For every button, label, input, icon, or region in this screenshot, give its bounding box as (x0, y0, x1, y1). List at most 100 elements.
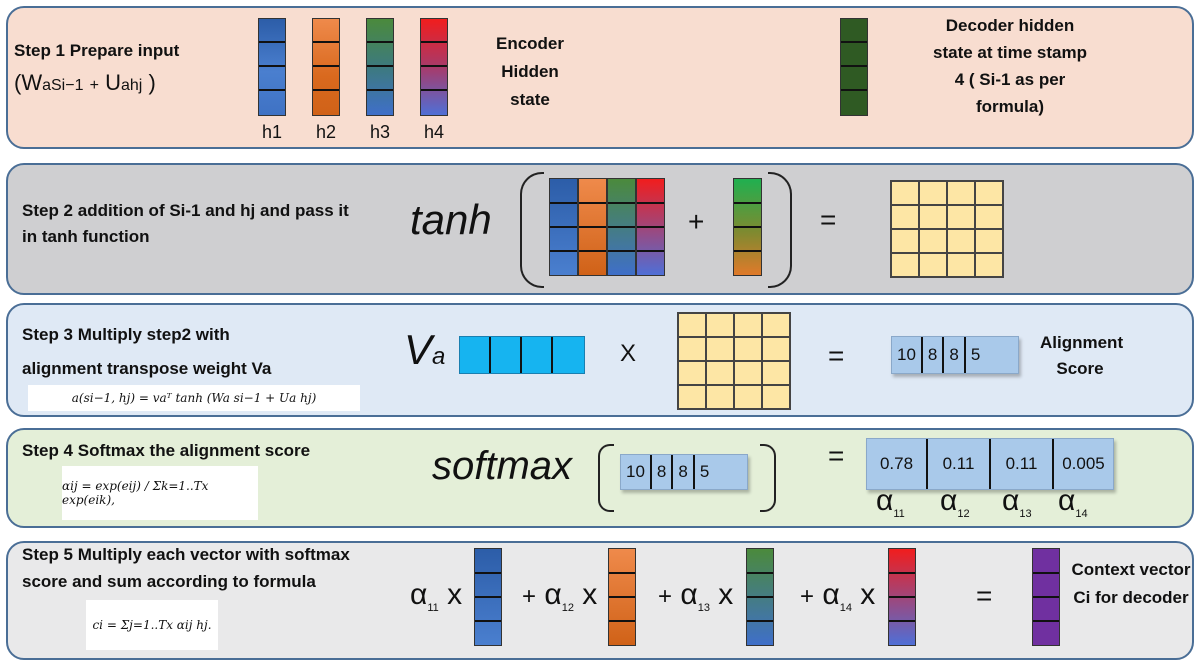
va-main: V (404, 326, 433, 373)
formula-a-h: ahj (120, 77, 143, 94)
softmax-input-vector: 10 8 8 5 (620, 454, 748, 490)
step3-title-line1: Step 3 Multiply step2 with (22, 325, 230, 344)
stacked-h2 (578, 178, 607, 276)
context-vector-label: Context vector Ci for decoder (1071, 560, 1191, 607)
stacked-h4 (636, 178, 665, 276)
alpha-sub: 12 (561, 602, 574, 614)
plus-sign: + (522, 583, 537, 610)
label-h2: h2 (315, 122, 337, 142)
alpha-11-label: α11 (876, 484, 905, 520)
equals-sign-step3: = (828, 340, 845, 371)
alpha-12-label: α12 (940, 484, 970, 520)
prob-1: 0.78 (879, 454, 914, 473)
softmax-open-paren (598, 444, 614, 512)
alpha-symbol: α (822, 578, 840, 611)
alpha-13-term: + α13 x (658, 578, 733, 614)
equals-sign: = (820, 204, 837, 235)
step3-title-line2: alignment transpose weight Va (22, 359, 272, 378)
label-h1: h1 (261, 122, 283, 142)
alignment-score-vector: 10 8 8 5 (891, 336, 1019, 374)
alpha-symbol: α (940, 484, 958, 517)
formula-a-s: aSi−1 (42, 77, 84, 94)
softmax-output-vector: 0.78 0.11 0.11 0.005 (866, 438, 1114, 490)
open-paren (520, 172, 544, 288)
formula-w: W (21, 70, 43, 95)
vector-h2-term (608, 548, 636, 646)
plus-sign: + (800, 583, 815, 610)
label-h3: h3 (369, 122, 391, 142)
step1-formula: (WaSi−1 + Uahj ) (14, 70, 156, 96)
alpha-symbol: α (1058, 484, 1076, 517)
paren-close: ) (148, 70, 156, 95)
alignment-formula: a(si−1, hj) = vaᵀ tanh (Wa si−1 + Ua hj) (28, 385, 360, 411)
tanh-function: tanh (410, 196, 492, 243)
softmax-close-paren (760, 444, 776, 512)
times-sign: x (447, 578, 463, 611)
alpha-14-label: α14 (1058, 484, 1088, 520)
decoder-vector (840, 18, 868, 116)
alpha-symbol: α (680, 578, 698, 611)
encoder-hidden-state-label: Encoder Hidden state (495, 34, 565, 109)
alpha-14-term: + α14 x (800, 578, 875, 614)
multiply-sign: X (620, 340, 637, 367)
step5-title-line2: score and sum according to formula (22, 572, 316, 591)
score-3: 8 (942, 337, 963, 373)
input-score-1: 10 (626, 462, 645, 481)
stacked-h1 (549, 178, 578, 276)
encoder-vector-h3 (366, 18, 394, 116)
alignment-score-label: Alignment Score (1040, 333, 1124, 378)
alpha-sub: 14 (839, 602, 852, 614)
softmax-formula: αij = exp(eij) / Σk=1..Tx exp(eik), (62, 466, 258, 520)
step2-matrix (677, 312, 791, 410)
times-sign: x (582, 578, 598, 611)
encoder-vector-h1 (258, 18, 286, 116)
alpha-sub: 13 (697, 602, 710, 614)
step1-title: Step 1 Prepare input (14, 41, 180, 60)
step2-title: Step 2 addition of Si-1 and hj and pass … (22, 201, 349, 246)
prob-4: 0.005 (1051, 439, 1113, 489)
times-sign: x (860, 578, 876, 611)
step1-panel (6, 6, 1194, 149)
step4-title: Step 4 Softmax the alignment score (22, 441, 311, 460)
va-sub: a (432, 343, 446, 370)
step5-title-line1: Step 5 Multiply each vector with softmax (22, 545, 350, 564)
score-1: 10 (897, 345, 916, 364)
decoder-hidden-state-label: Decoder hidden state at time stamp 4 ( S… (933, 16, 1087, 116)
input-score-2: 8 (649, 455, 671, 489)
input-score-4: 5 (692, 455, 714, 489)
alpha-sub: 12 (957, 508, 970, 520)
softmax-function: softmax (432, 444, 573, 488)
equals-sign-step4: = (828, 440, 845, 471)
score-2: 8 (920, 337, 942, 373)
va-symbol: Va (404, 326, 445, 374)
label-h4: h4 (423, 122, 445, 142)
vector-h3-term (746, 548, 774, 646)
alpha-sub: 13 (1019, 508, 1032, 520)
score-4: 5 (963, 337, 985, 373)
formula-plus: + (89, 77, 99, 94)
times-sign: x (718, 578, 734, 611)
formula-u: U (105, 70, 121, 95)
va-weight-vector (459, 336, 585, 374)
context-formula: ci = Σj=1..Tx αij hj. (86, 600, 218, 650)
alpha-13-label: α13 (1002, 484, 1032, 520)
alpha-symbol: α (544, 578, 562, 611)
vector-h1-term (474, 548, 502, 646)
alpha-symbol: α (876, 484, 894, 517)
alpha-sub: 14 (1075, 508, 1088, 520)
alpha-symbol: α (1002, 484, 1020, 517)
equals-sign-step5: = (976, 580, 993, 611)
decoder-vector-repeat (733, 178, 762, 276)
plus-sign: + (688, 206, 705, 237)
alpha-sub: 11 (893, 508, 905, 520)
prob-3: 0.11 (989, 439, 1052, 489)
encoder-vector-h4 (420, 18, 448, 116)
tanh-result-matrix (890, 180, 1004, 278)
paren-open: ( (14, 70, 22, 95)
vector-h4-term (888, 548, 916, 646)
encoder-vector-h2 (312, 18, 340, 116)
context-vector (1032, 548, 1060, 646)
plus-sign: + (658, 583, 673, 610)
input-score-3: 8 (671, 455, 692, 489)
alpha-sub: 11 (427, 602, 439, 614)
